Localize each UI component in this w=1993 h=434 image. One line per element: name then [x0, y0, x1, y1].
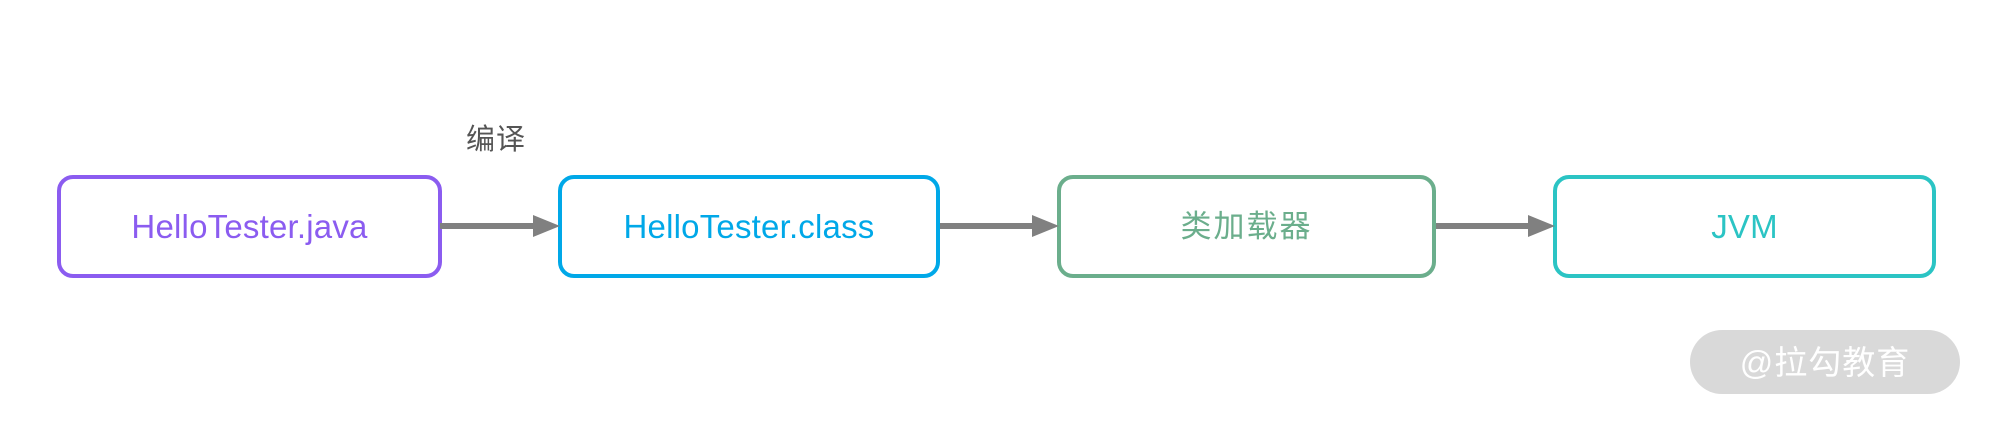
flow-node-class-loader: 类加载器 — [1057, 175, 1436, 278]
flow-node-label: JVM — [1711, 208, 1778, 245]
flow-node-label: HelloTester.class — [623, 208, 875, 245]
flow-node-label: 类加载器 — [1180, 209, 1313, 244]
flow-edge-label-compile: 编译 — [466, 124, 527, 156]
flow-node-source-file: HelloTester.java — [57, 175, 442, 278]
watermark-text: @拉勾教育 — [1739, 343, 1911, 381]
flow-node-label: HelloTester.java — [131, 208, 368, 245]
flow-node-class-file: HelloTester.class — [558, 175, 940, 278]
flow-arrow-compile — [440, 213, 560, 239]
flow-arrow-run — [1436, 213, 1555, 239]
flow-node-jvm: JVM — [1553, 175, 1936, 278]
watermark-badge: @拉勾教育 — [1690, 330, 1960, 394]
flow-arrow-load — [940, 213, 1059, 239]
